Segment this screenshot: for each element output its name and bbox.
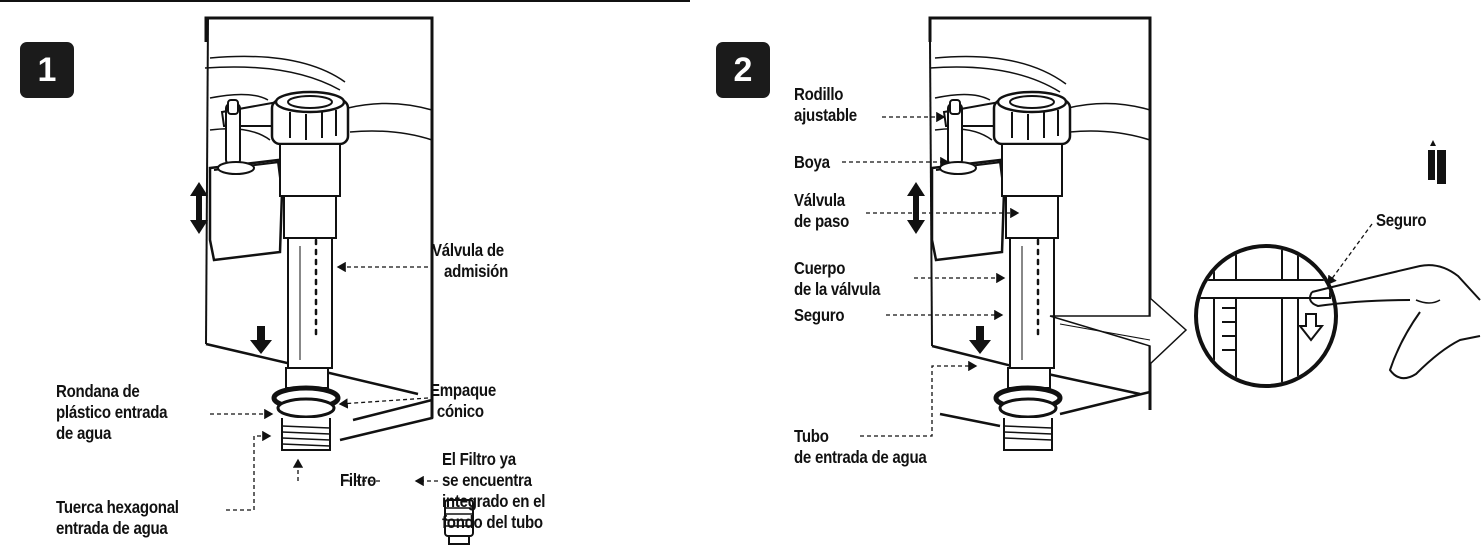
top-rule [0, 0, 690, 2]
label-cuerpo-valvula: Cuerpo de la válvula [794, 258, 881, 299]
label-valvula-paso: Válvula de paso [794, 190, 850, 231]
label-seguro: Seguro [794, 305, 845, 325]
label-seguro-detalle: Seguro [1376, 210, 1427, 230]
label-tuerca-hexagonal: Tuerca hexagonal entrada de agua [56, 497, 179, 538]
hand-illustration [1309, 264, 1481, 380]
up-down-arrow-icon-2 [907, 182, 925, 234]
label-rondana: Rondana de plástico entrada de agua [56, 381, 168, 443]
label-tubo-entrada: Tubo de entrada de agua [794, 426, 927, 467]
fill-valve-1 [208, 90, 474, 545]
up-down-arrow-icon [190, 182, 208, 234]
down-arrow-icon [250, 326, 272, 354]
label-valvula-admision: Válvula de admisión [432, 240, 509, 281]
fill-valve-2 [930, 90, 1072, 451]
label-filtro-nota: El Filtro ya se encuentra integrado en e… [442, 449, 546, 532]
magnify-arrow-icon [1049, 296, 1188, 366]
step-1-badge: 1 [20, 42, 74, 98]
label-rodillo-ajustable: Rodillo ajustable [794, 84, 857, 125]
label-empaque-conico: Empaque cónico [430, 380, 496, 421]
detail-magnifier [1194, 244, 1338, 388]
lock-icon [1428, 140, 1446, 184]
label-boya: Boya [794, 152, 830, 172]
label-filtro: Filtro [340, 470, 377, 490]
tank-1 [204, 16, 434, 442]
step-2-badge: 2 [716, 42, 770, 98]
down-arrow-icon-2 [969, 326, 991, 354]
